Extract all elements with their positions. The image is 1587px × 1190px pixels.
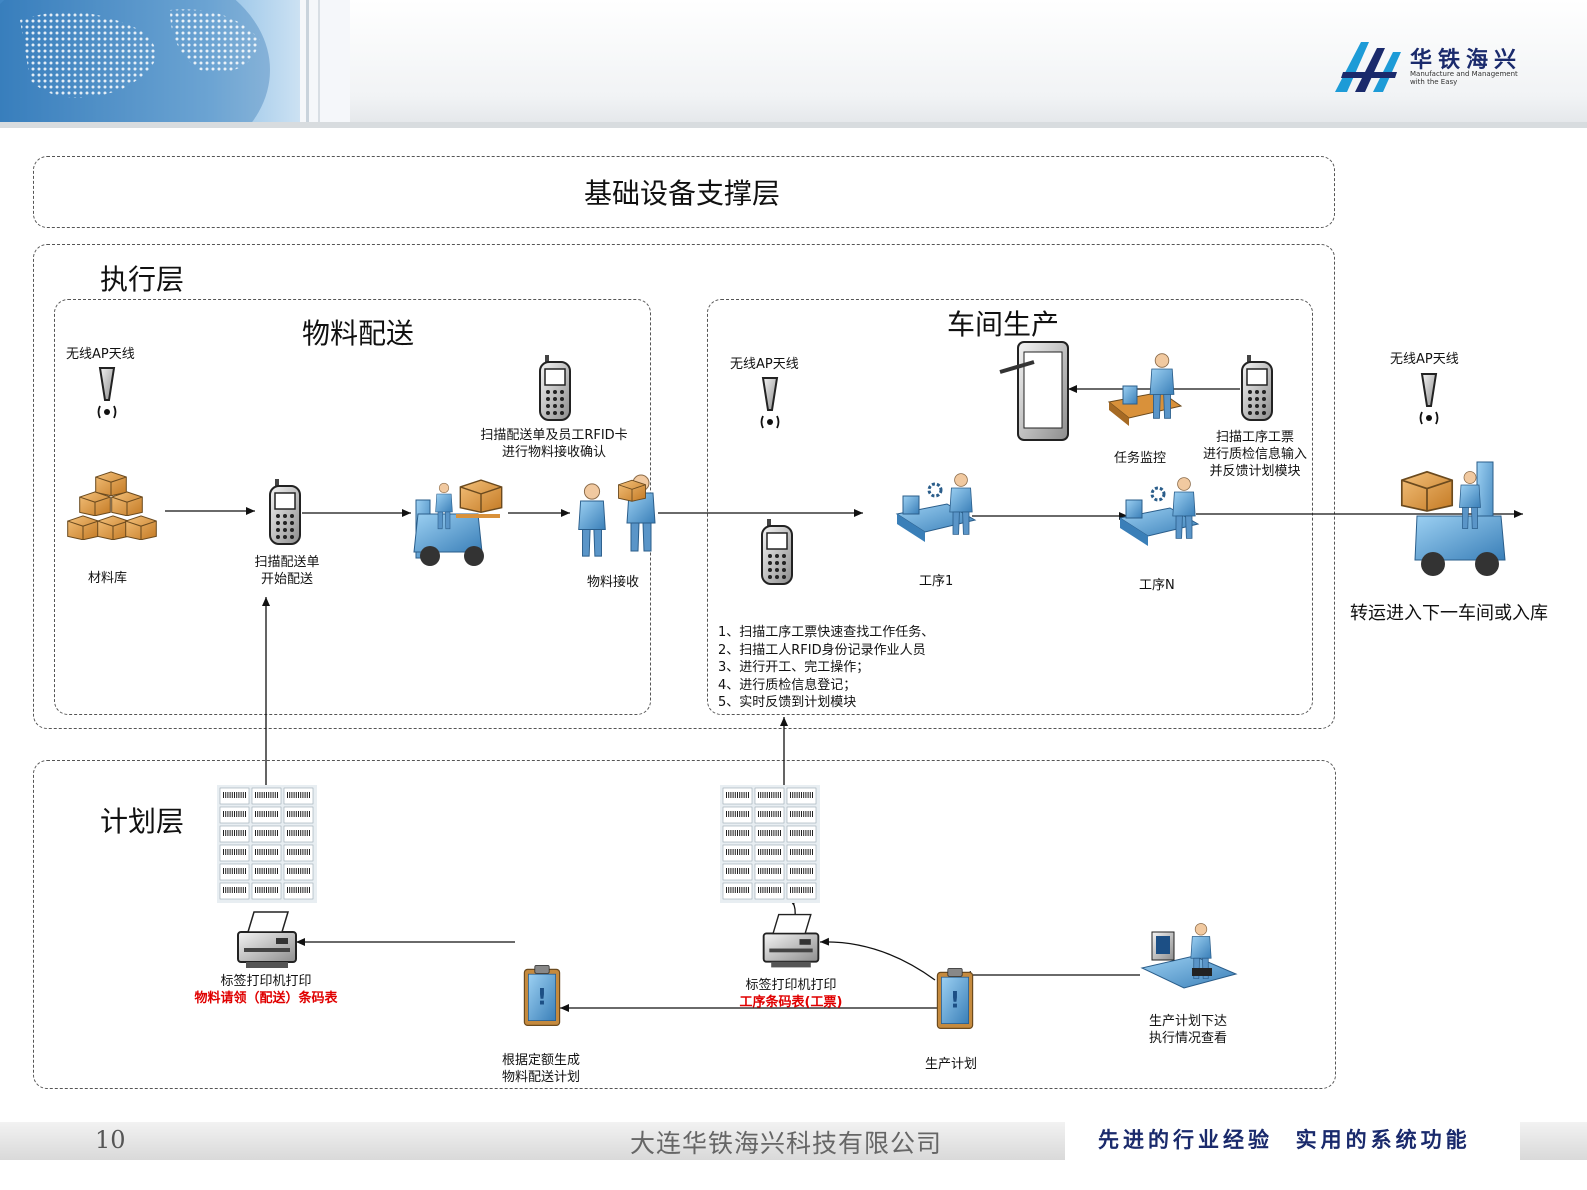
clipboard-plan-icon xyxy=(522,955,562,1035)
process-station-1-icon xyxy=(895,473,977,542)
barcode-label-sheet-icon xyxy=(720,785,820,903)
footer-bar-right xyxy=(1520,1122,1587,1160)
infra-layer-title: 基础设备支撑层 xyxy=(584,177,781,210)
task-monitor-label: 任务监控 xyxy=(1114,451,1167,466)
company-logo xyxy=(1333,34,1413,102)
material-boxes-icon xyxy=(67,471,157,540)
workshop-step-5: 5、实时反馈到计划模块 xyxy=(718,695,857,710)
plan-issue-label: 生产计划下达 执行情况查看 xyxy=(1144,1013,1232,1047)
quota-plan-line1: 根据定额生成 xyxy=(501,1053,580,1068)
handheld-scanner-icon xyxy=(757,514,797,588)
logo-mark-icon xyxy=(1335,42,1401,92)
company-name: 大连华铁海兴科技有限公司 xyxy=(630,1129,943,1158)
plan-issue-line1: 生产计划下达 xyxy=(1148,1014,1227,1029)
transfer-forklift-icon xyxy=(1400,461,1506,576)
workshop-step-1: 1、扫描工序工票快速查找工作任务、 xyxy=(718,625,935,640)
ap-antenna-label-material: 无线AP天线 xyxy=(66,347,135,362)
printer2-line1: 标签打印机打印 xyxy=(745,978,837,993)
printer2-line2: 工序条码表(工票) xyxy=(739,995,843,1010)
printer1-line2: 物料请领（配送）条码表 xyxy=(194,991,338,1006)
handheld-scanner-icon xyxy=(1237,350,1277,424)
task-monitor-station-icon xyxy=(1107,353,1183,426)
scan-qc-line1: 扫描工序工票 xyxy=(1215,430,1294,445)
planning-layer-box xyxy=(33,760,1336,1089)
quota-plan-label: 根据定额生成 物料配送计划 xyxy=(496,1052,586,1086)
warehouse-label: 材料库 xyxy=(88,571,128,586)
transfer-label: 转运进入下一车间或入库 xyxy=(1350,603,1548,624)
logo-subtitle: Manufacture and Management with the Easy xyxy=(1410,70,1518,86)
scan-qc-label: 扫描工序工票 进行质检信息输入 并反馈计划模块 xyxy=(1198,429,1312,480)
scan-confirm-line2: 进行物料接收确认 xyxy=(501,445,606,460)
material-handover-icon xyxy=(578,474,656,557)
page-number: 10 xyxy=(95,1126,126,1154)
printer1-label: 标签打印机打印 物料请领（配送）条码表 xyxy=(188,973,344,1007)
workshop-step-3: 3、进行开工、完工操作； xyxy=(718,660,870,675)
process-n-label: 工序N xyxy=(1139,578,1175,593)
logo-subtitle-line1: Manufacture and Management xyxy=(1410,70,1518,78)
execution-layer-title: 执行层 xyxy=(100,263,185,296)
quota-plan-line2: 物料配送计划 xyxy=(501,1070,580,1085)
label-printer-icon xyxy=(758,910,824,972)
clipboard-plan-icon xyxy=(935,958,975,1038)
plan-issue-line2: 执行情况查看 xyxy=(1148,1031,1227,1046)
workshop-step-4: 4、进行质检信息登记； xyxy=(718,677,857,693)
execution-layer-box xyxy=(33,244,1335,729)
planner-workstation-icon xyxy=(1140,923,1238,989)
header-divider xyxy=(0,122,1587,128)
material-delivery-title: 物料配送 xyxy=(302,317,415,350)
scan-qc-line3: 并反馈计划模块 xyxy=(1209,464,1301,479)
planning-layer-title: 计划层 xyxy=(100,805,185,838)
wireless-ap-antenna-icon xyxy=(755,376,785,436)
process-1-label: 工序1 xyxy=(919,574,954,589)
wireless-ap-antenna-icon xyxy=(92,366,122,426)
material-receive-label: 物料接收 xyxy=(587,575,640,590)
wireless-ap-antenna-icon xyxy=(1414,372,1444,432)
tablet-icon xyxy=(999,341,1069,441)
workshop-step-2: 2、扫描工人RFID身份记录作业人员 xyxy=(718,642,926,658)
scan-start-line1: 扫描配送单 xyxy=(254,555,320,570)
scan-qc-line2: 进行质检信息输入 xyxy=(1202,447,1307,462)
handheld-scanner-icon xyxy=(265,474,305,548)
scan-confirm-line1: 扫描配送单及员工RFID卡 xyxy=(480,428,628,443)
ap-antenna-label-right: 无线AP天线 xyxy=(1390,352,1459,367)
printer2-label: 标签打印机打印 工序条码表(工票) xyxy=(730,977,852,1011)
globe-banner-image xyxy=(0,0,350,122)
label-printer-icon xyxy=(232,910,302,970)
infra-layer-box xyxy=(33,156,1335,228)
slogan: 先进的行业经验 实用的系统功能 xyxy=(1098,1128,1471,1152)
scan-start-line2: 开始配送 xyxy=(260,572,313,587)
forklift-icon xyxy=(413,479,503,566)
production-plan-label: 生产计划 xyxy=(925,1057,978,1072)
footer-bar xyxy=(0,1122,1065,1160)
logo-text: 华铁海兴 xyxy=(1410,48,1523,73)
printer1-line1: 标签打印机打印 xyxy=(220,974,312,989)
barcode-label-sheet-icon xyxy=(217,785,317,903)
workshop-production-title: 车间生产 xyxy=(947,308,1060,341)
process-station-n-icon xyxy=(1118,477,1200,546)
logo-subtitle-line2: with the Easy xyxy=(1410,78,1458,86)
handheld-scanner-icon xyxy=(535,350,575,424)
scan-start-label: 扫描配送单 开始配送 xyxy=(250,554,324,588)
workshop-steps-list: 1、扫描工序工票快速查找工作任务、 2、扫描工人RFID身份记录作业人员 3、进… xyxy=(718,624,934,712)
scan-confirm-label: 扫描配送单及员工RFID卡 进行物料接收确认 xyxy=(474,427,634,461)
ap-antenna-label-workshop: 无线AP天线 xyxy=(730,357,799,372)
workshop-production-box xyxy=(707,299,1313,715)
arrow-plan-to-printer2 xyxy=(819,937,936,981)
